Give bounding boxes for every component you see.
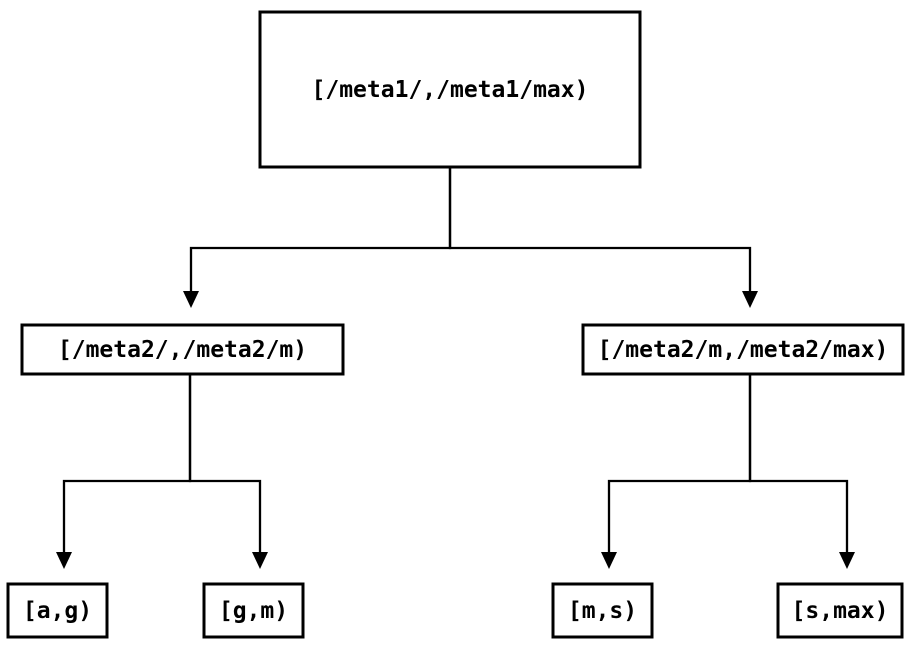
edge-layer	[56, 167, 855, 569]
node-label-meta2-high: [/meta2/m,/meta2/max)	[598, 337, 889, 363]
node-label-leaf-gm: [g,m)	[219, 598, 288, 624]
node-box-leaf-smax	[776, 582, 904, 639]
node-leaf-smax: [s,max)	[776, 582, 904, 639]
node-label-root: [/meta1/,/meta1/max)	[312, 77, 589, 103]
node-label-leaf-ms: [m,s)	[568, 598, 637, 624]
arrowhead-root-meta2-high	[742, 291, 758, 308]
arrowhead-meta2-high-leaf-ms	[601, 552, 617, 569]
node-label-leaf-smax: [s,max)	[792, 598, 889, 624]
edge-meta2-low-leaf-ag	[62, 374, 192, 552]
node-label-leaf-ag: [a,g)	[23, 598, 92, 624]
node-box-meta2-low	[20, 323, 345, 376]
node-meta2-low: [/meta2/,/meta2/m)	[20, 323, 345, 376]
edge-meta2-low-leaf-gm	[188, 374, 262, 552]
node-meta2-high: [/meta2/m,/meta2/max)	[581, 323, 905, 376]
node-box-leaf-ms	[551, 582, 654, 639]
edge-root-meta2-low	[189, 167, 452, 291]
node-box-meta2-high	[581, 323, 905, 376]
node-leaf-gm: [g,m)	[202, 582, 305, 639]
node-box-root	[258, 10, 642, 169]
edge-meta2-high-leaf-smax	[748, 374, 849, 552]
arrowhead-meta2-high-leaf-smax	[839, 552, 855, 569]
node-leaf-ms: [m,s)	[551, 582, 654, 639]
node-leaf-ag: [a,g)	[6, 582, 109, 639]
arrowhead-meta2-low-leaf-gm	[252, 552, 268, 569]
node-box-leaf-ag	[6, 582, 109, 639]
node-root: [/meta1/,/meta1/max)	[258, 10, 642, 169]
node-label-meta2-low: [/meta2/,/meta2/m)	[58, 337, 307, 363]
arrowhead-root-meta2-low	[183, 291, 199, 308]
edge-root-meta2-high	[448, 167, 752, 291]
arrowhead-meta2-low-leaf-ag	[56, 552, 72, 569]
node-box-leaf-gm	[202, 582, 305, 639]
edge-meta2-high-leaf-ms	[607, 374, 752, 552]
